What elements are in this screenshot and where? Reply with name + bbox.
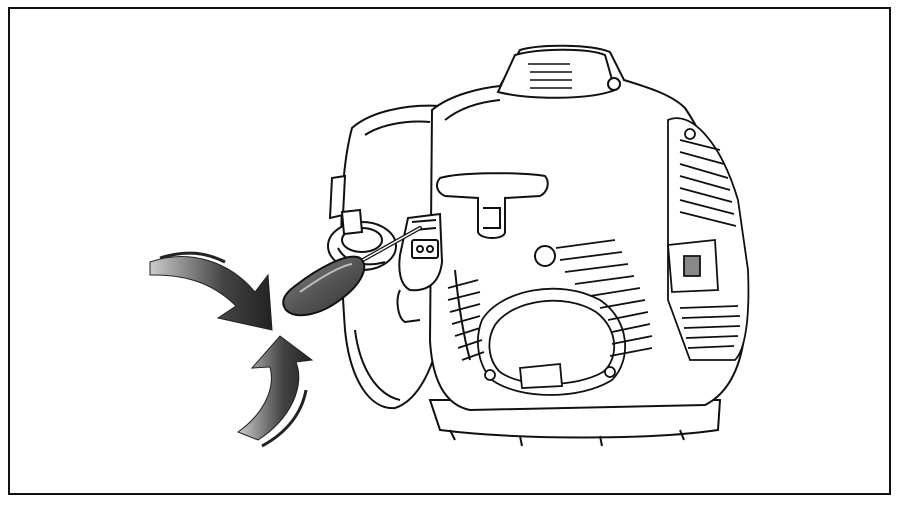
rotate-clockwise-arrow-icon: [236, 335, 314, 448]
carburetor: [396, 212, 444, 324]
rotate-counterclockwise-arrow-icon: [149, 251, 273, 331]
spark-plug-boss: [534, 245, 556, 267]
screwdriver-icon: [282, 226, 422, 317]
side-grille: [667, 117, 750, 361]
starter-handle: [436, 172, 549, 239]
front-grille: [447, 239, 653, 396]
